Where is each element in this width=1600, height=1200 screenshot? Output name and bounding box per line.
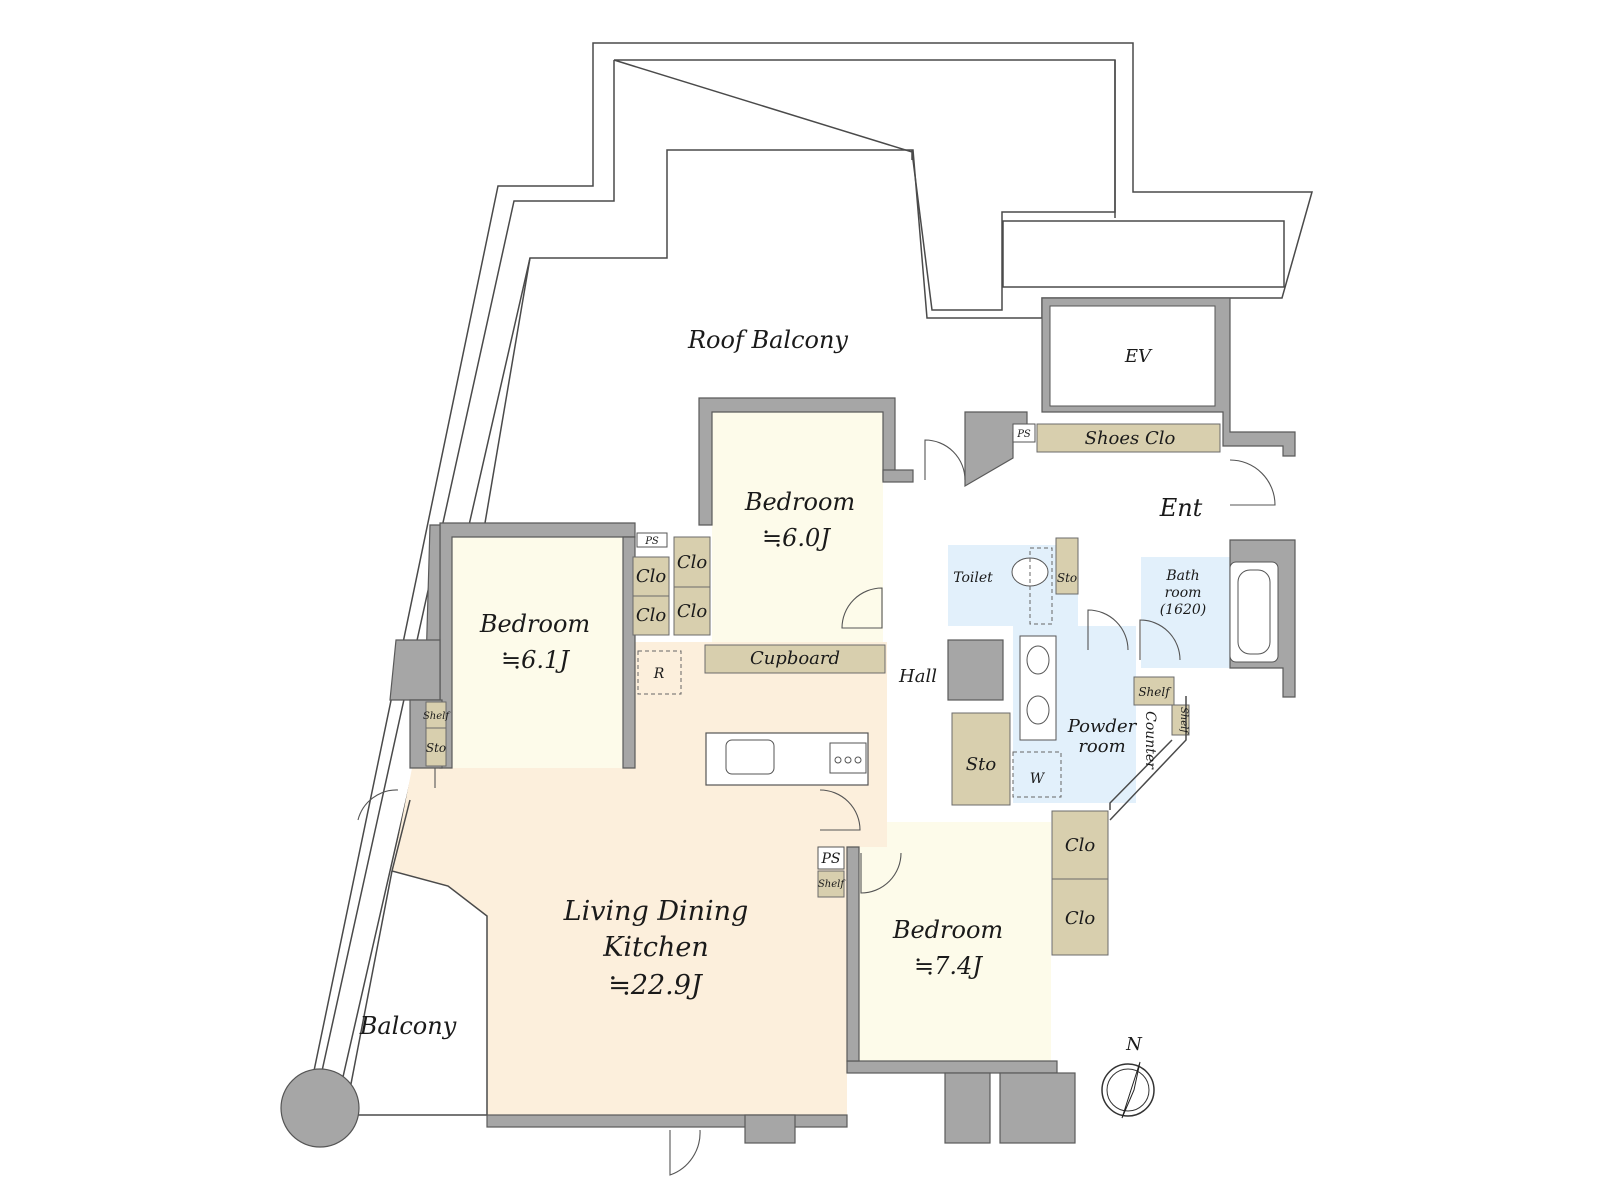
label-closet-right-2: Clo (1065, 908, 1096, 929)
compass-icon: N (1101, 1034, 1155, 1119)
label-closet-top-2: Clo (677, 601, 708, 622)
label-ps-bedroom: PS (644, 536, 659, 547)
room-label-bath-line1: Bath (1165, 568, 1199, 584)
doors (357, 439, 1276, 1176)
room-label-bedroom-left: Bedroom (479, 610, 590, 638)
shoes-closet (1036, 423, 1221, 453)
balcony-area (280, 799, 488, 1148)
closet-right-1 (1051, 810, 1109, 880)
room-label-bedroom-right: Bedroom (892, 916, 1003, 944)
label-cupboard: Cupboard (750, 648, 840, 669)
sink-icon (1026, 695, 1050, 725)
room-label-ldk-line2: Kitchen (602, 932, 709, 963)
room-size-bedroom-left: ≒6.1J (501, 646, 570, 674)
column-icon (280, 1068, 360, 1148)
room-label-bath-line2: room (1165, 585, 1202, 601)
room-label-roof-balcony: Roof Balcony (687, 326, 848, 354)
closet-left-1 (632, 556, 670, 597)
shelf-right-small (1171, 704, 1190, 736)
room-label-bedroom-top: Bedroom (744, 488, 855, 516)
closet-top-2 (673, 586, 711, 636)
label-ps-ldk: PS (820, 851, 840, 867)
room-size-bedroom-right: ≒7.4J (914, 952, 983, 980)
label-refrigerator: R (653, 666, 665, 682)
label-shelf-ps: Shelf (818, 879, 846, 890)
label-shelf-small: Shelf (1178, 707, 1189, 735)
storage-left (425, 727, 447, 767)
label-storage-hall: Sto (966, 754, 997, 775)
room-label-powder-line2: room (1078, 736, 1125, 757)
room-label-ldk-line1: Living Dining (563, 896, 749, 927)
sink-icon (1026, 645, 1050, 675)
room-label-ev: EV (1124, 346, 1153, 367)
label-shelf-left: Shelf (423, 711, 451, 722)
room-label-balcony: Balcony (359, 1012, 457, 1040)
room-size-ldk: ≒22.9J (608, 970, 704, 1001)
label-storage-left: Sto (426, 741, 446, 755)
room-label-toilet: Toilet (953, 570, 993, 586)
roof-balcony-area (309, 42, 1313, 1091)
room-label-hall: Hall (898, 666, 937, 687)
storage-toilet (1055, 537, 1079, 595)
floor-bedroom-left (452, 537, 623, 768)
label-storage-toilet: Sto (1057, 571, 1077, 585)
walls (389, 297, 1296, 1144)
label-ps-entry: PS (1016, 429, 1031, 440)
label-closet-right-1: Clo (1065, 835, 1096, 856)
label-washer: W (1030, 771, 1046, 787)
closet-right-2 (1051, 878, 1109, 956)
storage (425, 423, 1221, 956)
closet-left-2 (632, 595, 670, 636)
room-label-bath-line3: (1620) (1160, 602, 1207, 618)
room-size-bedroom-top: ≒6.0J (762, 524, 831, 552)
room-label-ent: Ent (1159, 494, 1203, 522)
shelf-right (1133, 676, 1175, 706)
shelf-ps (817, 870, 845, 898)
label-shelf-right: Shelf (1138, 685, 1172, 699)
label-closet-left-1: Clo (636, 566, 667, 587)
floor-bedroom-top (712, 412, 883, 642)
room-label-powder-line1: Powder (1067, 716, 1138, 737)
label-closet-top-1: Clo (677, 552, 708, 573)
north-label: N (1125, 1034, 1143, 1055)
sink-icon (725, 739, 775, 775)
cupboard (704, 644, 886, 674)
label-counter: Counter (1142, 711, 1158, 770)
storage-hall (951, 712, 1011, 806)
closet-top-1 (673, 536, 711, 588)
label-closet-left-2: Clo (636, 605, 667, 626)
floor-bedroom-right (847, 822, 1051, 1061)
label-shoes-closet: Shoes Clo (1085, 428, 1176, 449)
fixtures (636, 423, 1279, 870)
